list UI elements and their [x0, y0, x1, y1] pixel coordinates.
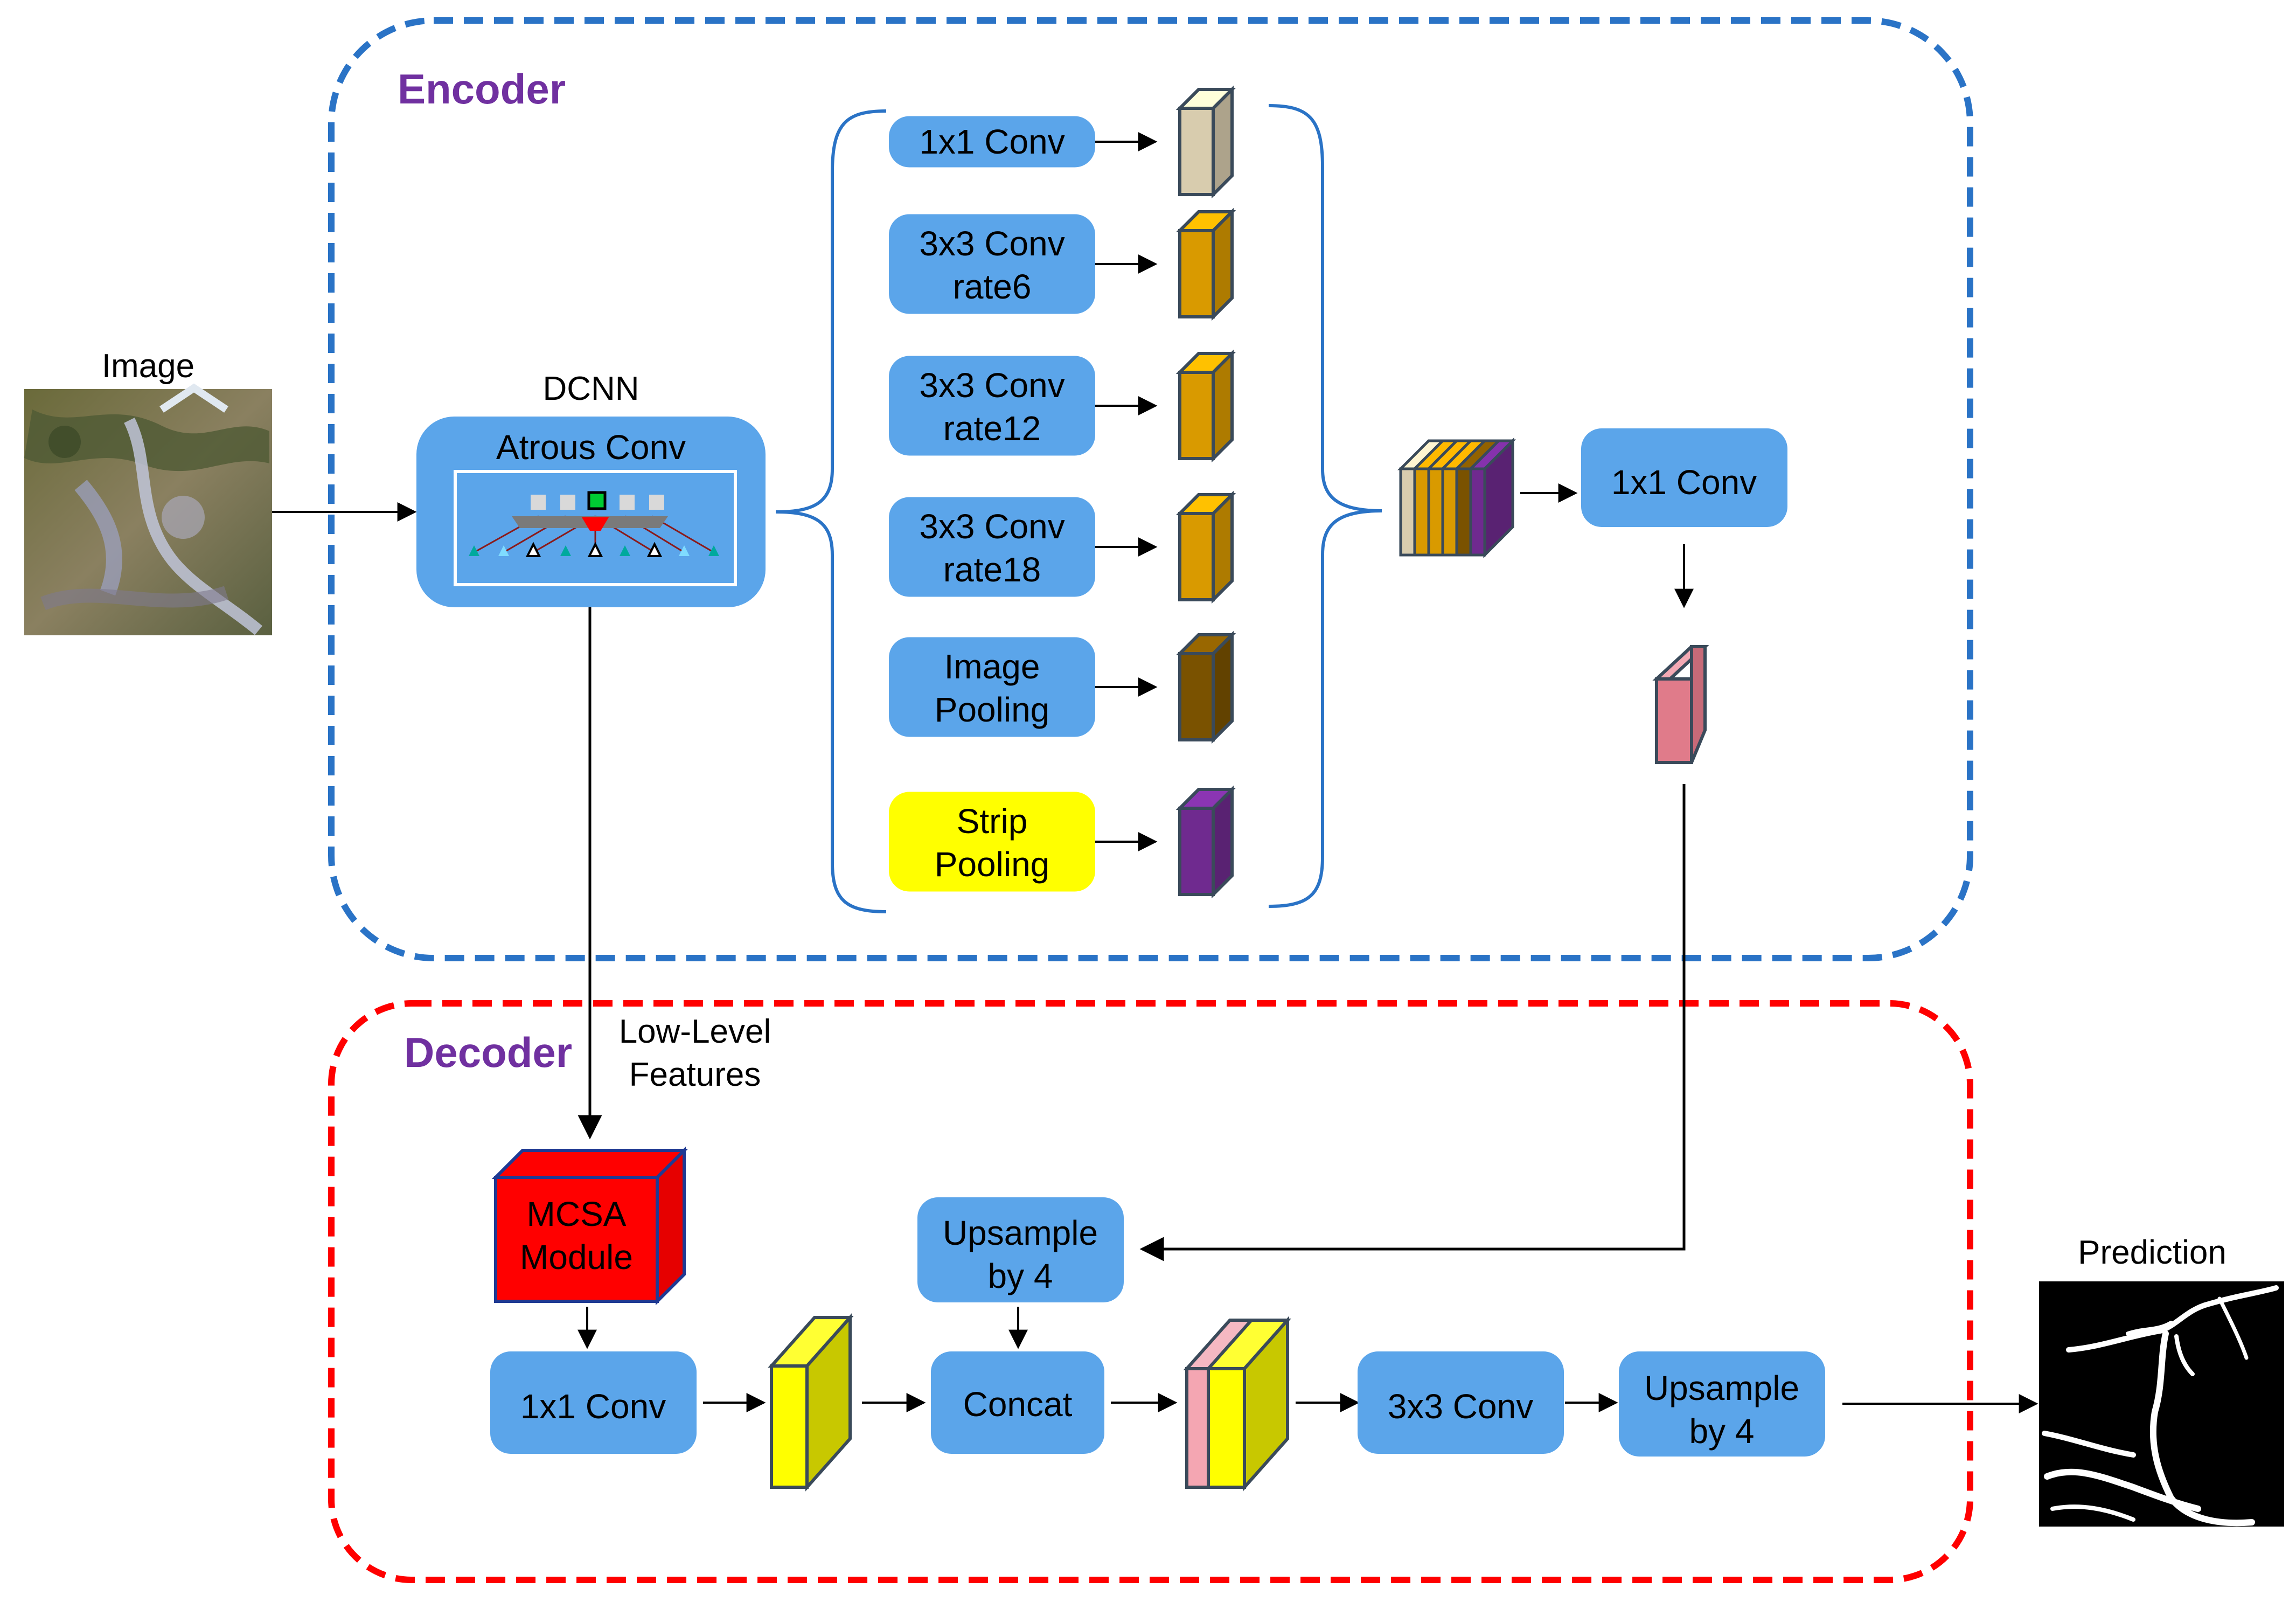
branch-feature-map [1175, 490, 1236, 604]
low-level-label-line1: Low-Level [619, 1013, 771, 1050]
encoder-1x1-conv-label: 1x1 Conv [1611, 463, 1757, 502]
atrous-conv-block [416, 417, 766, 607]
stack-slice [1469, 467, 1486, 557]
branch-label-line1: Image [944, 647, 1040, 686]
atrous-conv-label: Atrous Conv [496, 428, 686, 467]
branch-label-line2: Pooling [935, 845, 1050, 884]
branch-box [889, 792, 1095, 892]
branch-label-line2: Pooling [935, 690, 1050, 729]
encoder-1x1-conv [1581, 428, 1787, 527]
branch-label-line2: rate6 [953, 267, 1032, 306]
branch-label-line2: rate12 [943, 409, 1041, 448]
mcsa-label-line1: MCSA [527, 1195, 627, 1233]
encoder-output-feature [1652, 645, 1709, 764]
encoder-branch-2: 3x3 Conv rate6 [889, 207, 1236, 321]
concat-block [931, 1351, 1104, 1454]
stack-slice [1413, 467, 1430, 557]
decoder-1x1-conv [490, 1351, 697, 1454]
prediction-mask-image [2039, 1281, 2284, 1527]
decoder-title: Decoder [404, 1029, 572, 1076]
branch-box [889, 214, 1095, 314]
branch-label: 1x1 Conv [919, 122, 1064, 161]
branch-label-line1: 3x3 Conv [919, 366, 1064, 405]
mcsa-module: MCSA Module [491, 1146, 688, 1306]
arrow-encoder-to-upsample [1139, 784, 1686, 1261]
decoder-section [328, 1000, 1973, 1583]
concatenated-features [1397, 437, 1516, 559]
upsample-block-1 [917, 1197, 1124, 1302]
decoder-concat-features [1183, 1316, 1291, 1492]
upsample-2-line2: by 4 [1689, 1412, 1755, 1451]
mcsa-label-line2: Module [520, 1238, 633, 1277]
decoder-1x1-conv-label: 1x1 Conv [520, 1387, 666, 1426]
decoder-3x3-conv [1358, 1351, 1564, 1454]
stack-slice [1441, 467, 1458, 557]
branch-label-line1: 3x3 Conv [919, 507, 1064, 546]
stack-side [1483, 437, 1514, 559]
decoder-3x3-conv-label: 3x3 Conv [1388, 1387, 1533, 1426]
branch-label-line1: Strip [957, 802, 1028, 841]
branch-label-line2: rate18 [943, 550, 1041, 589]
branch-box [889, 637, 1095, 737]
dcnn-label: DCNN [542, 370, 639, 407]
image-label: Image [102, 348, 194, 385]
upsample-block-2 [1619, 1351, 1825, 1457]
branch-feature-map [1175, 630, 1236, 744]
branch-feature-map [1175, 349, 1236, 463]
stack-slice [1427, 467, 1444, 557]
upsample-2-line1: Upsample [1644, 1369, 1799, 1407]
concat-label: Concat [963, 1385, 1073, 1424]
stack-slice [1455, 467, 1472, 557]
encoder-branch-4: 3x3 Conv rate18 [889, 490, 1236, 604]
input-satellite-image [24, 383, 272, 635]
prediction-label: Prediction [2078, 1234, 2227, 1271]
atrous-conv-illustration [454, 470, 737, 586]
branch-feature-map [1175, 785, 1236, 899]
branch-feature-map [1175, 85, 1236, 199]
branch-feature-map [1175, 207, 1236, 321]
encoder-branch-3: 3x3 Conv rate12 [889, 349, 1236, 463]
branch-box [889, 116, 1095, 168]
encoder-section [328, 17, 1973, 961]
branch-box [889, 497, 1095, 597]
upsample-1-line2: by 4 [988, 1257, 1053, 1295]
upsample-1-line1: Upsample [943, 1213, 1098, 1252]
left-brace [775, 109, 887, 913]
encoder-title: Encoder [398, 65, 566, 113]
encoder-branch-1: 1x1 Conv [889, 85, 1236, 199]
right-brace [1268, 104, 1382, 908]
low-level-reduced-feature [768, 1313, 854, 1492]
branch-label-line1: 3x3 Conv [919, 224, 1064, 263]
low-level-label-line2: Features [629, 1056, 761, 1093]
stack-slice [1399, 467, 1416, 557]
branch-box [889, 356, 1095, 456]
